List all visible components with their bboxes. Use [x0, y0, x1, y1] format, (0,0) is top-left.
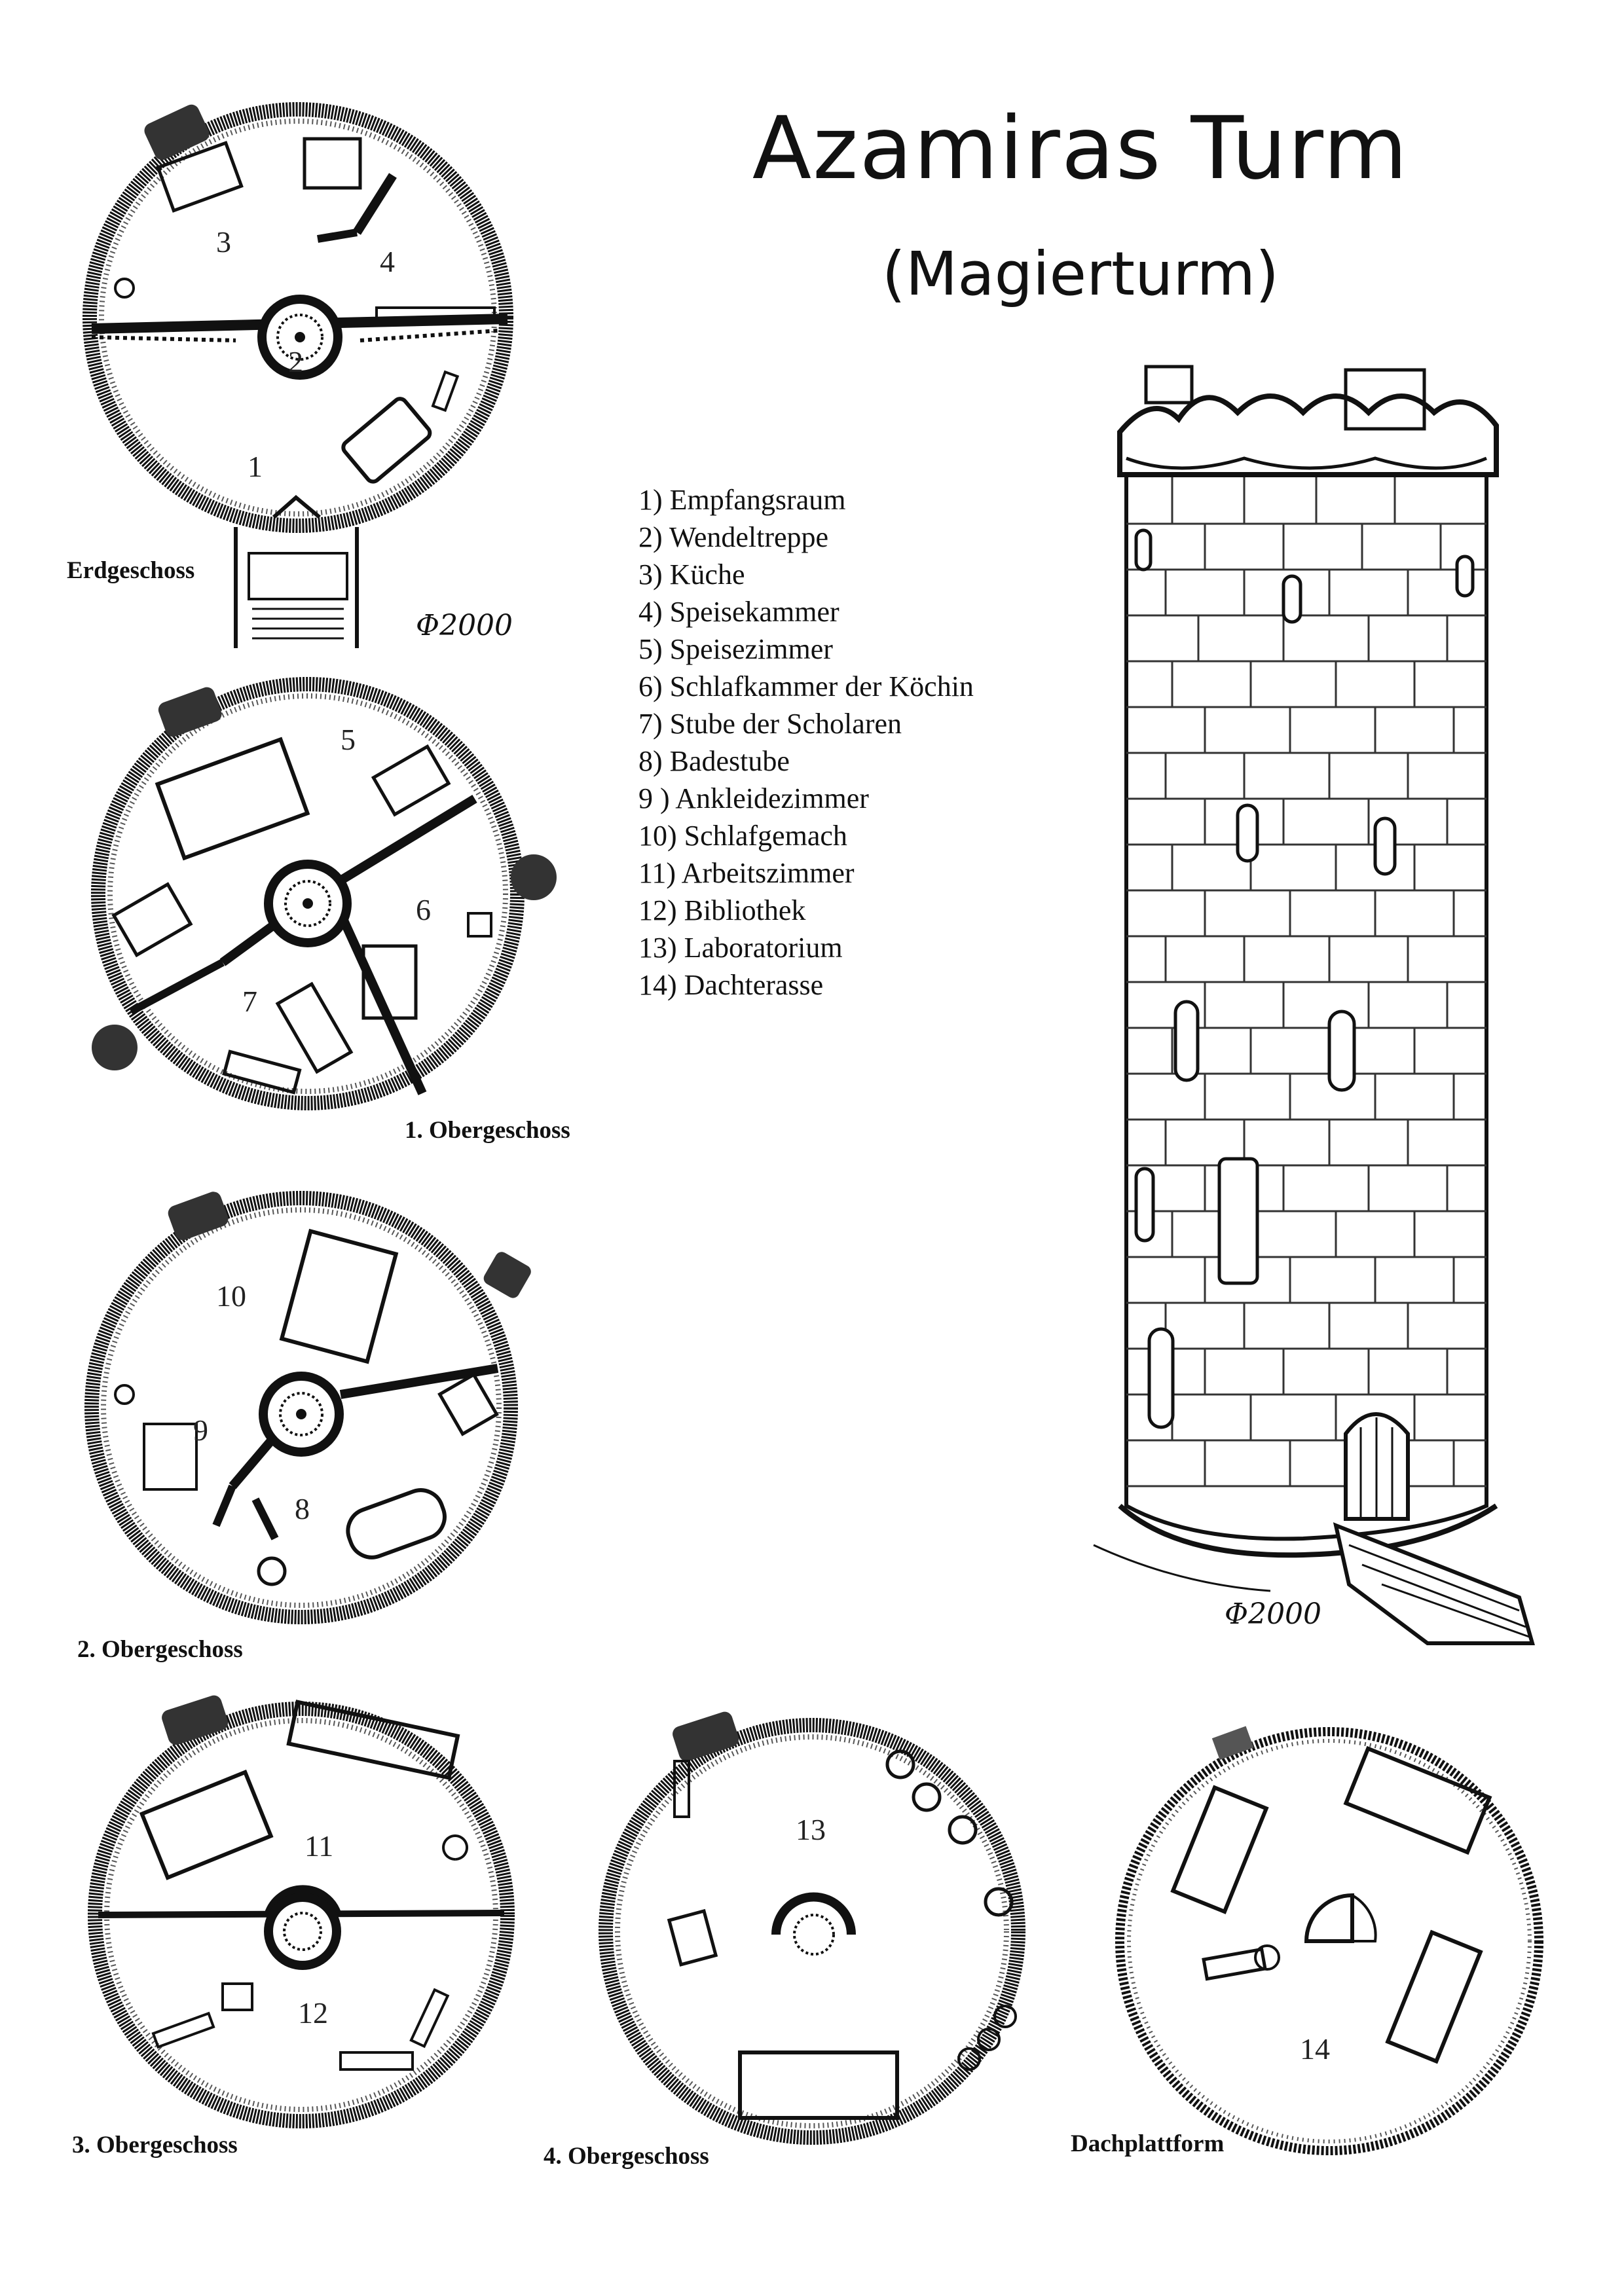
legend-item: 13) Laboratorium	[638, 932, 843, 964]
signature: Φ2000	[416, 609, 513, 642]
room-number: 3	[216, 225, 231, 259]
legend-item: 10) Schlafgemach	[638, 820, 847, 852]
room-number: 8	[295, 1492, 310, 1525]
room-number: 11	[304, 1829, 333, 1863]
room-number: 2	[288, 345, 303, 378]
legend-item: 11) Arbeitszimmer	[638, 857, 855, 889]
legend-item: 4) Speisekammer	[638, 596, 840, 628]
legend-item: 2) Wendeltreppe	[638, 521, 829, 553]
room-number: 13	[796, 1813, 826, 1846]
page-subtitle: (Magierturm)	[881, 239, 1280, 309]
room-legend: 1) Empfangsraum 2) Wendeltreppe 3) Küche…	[638, 481, 974, 1004]
legend-item: 14) Dachterasse	[638, 969, 824, 1001]
room-number: 7	[242, 985, 257, 1018]
room-number: 1	[248, 450, 263, 483]
floor-label-og3: 3. Obergeschoss	[72, 2132, 238, 2159]
room-number: 4	[380, 245, 395, 278]
legend-item: 12) Bibliothek	[638, 894, 806, 926]
signature: Φ2000	[1225, 1597, 1322, 1631]
room-number: 12	[298, 1996, 328, 2030]
legend-item: 5) Speisezimmer	[638, 633, 833, 665]
floor-label-dachplattform: Dachplattform	[1071, 2130, 1225, 2157]
legend-item: 8) Badestube	[638, 745, 790, 777]
floor-label-og4: 4. Obergeschoss	[544, 2143, 709, 2170]
legend-item: 3) Küche	[638, 558, 745, 591]
legend-item: 1) Empfangsraum	[638, 484, 846, 516]
room-number: 14	[1300, 2032, 1330, 2066]
room-number: 9	[193, 1413, 208, 1447]
room-number: 5	[341, 723, 356, 756]
room-number: 6	[416, 893, 431, 926]
page-title: Azamiras Turm	[752, 98, 1409, 199]
floor-label-og1: 1. Obergeschoss	[405, 1117, 570, 1144]
floor-label-erdgeschoss: Erdgeschoss	[67, 557, 195, 584]
legend-item: 9 ) Ankleidezimmer	[638, 782, 869, 814]
legend-item: 6) Schlafkammer der Köchin	[638, 670, 974, 702]
room-number: 10	[216, 1279, 246, 1313]
legend-item: 7) Stube der Scholaren	[638, 708, 902, 740]
floor-label-og2: 2. Obergeschoss	[77, 1636, 243, 1663]
